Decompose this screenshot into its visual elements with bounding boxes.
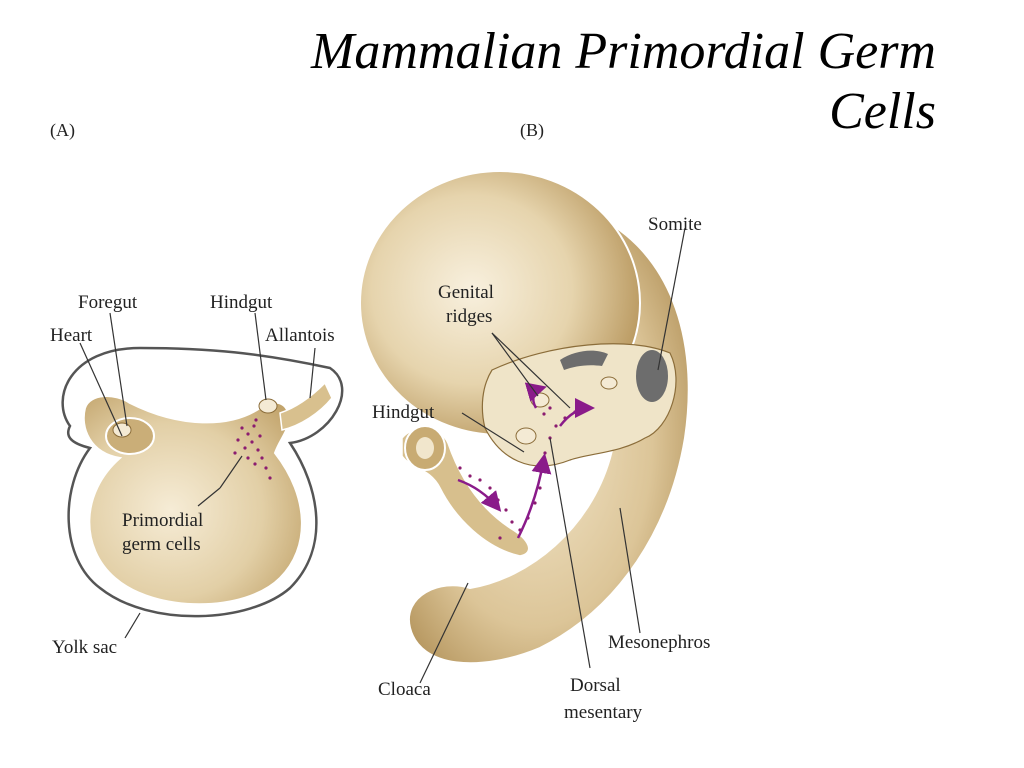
label-cloaca: Cloaca (378, 679, 431, 700)
migration-arrows (457, 382, 595, 539)
panel-a-label: (A) (50, 120, 75, 141)
panel-a-leaders (79, 312, 316, 639)
panel-a: (A) Foregut Hindgut (50, 120, 344, 658)
label-dorsal-line2: mesentary (564, 702, 643, 723)
label-pgc-line2: germ cells (122, 534, 201, 555)
title-line-1: Mammalian Primordial Germ (311, 23, 936, 80)
panel-b-leaders (419, 227, 686, 684)
label-hindgut-b: Hindgut (372, 402, 435, 423)
panel-b: (B) (359, 120, 710, 723)
notochord (600, 376, 618, 390)
label-foregut: Foregut (78, 292, 138, 313)
hindgut-structure (258, 398, 278, 414)
label-somite: Somite (648, 214, 702, 235)
label-dorsal-line1: Dorsal (570, 675, 621, 696)
neural-tube-region (560, 350, 608, 370)
somite-structure (636, 350, 668, 402)
label-yolk-sac: Yolk sac (52, 637, 117, 658)
label-heart: Heart (50, 325, 93, 346)
panel-b-label: (B) (520, 120, 544, 141)
embryo-figure: (A) Foregut Hindgut (30, 108, 720, 733)
gut-lumen (416, 437, 434, 459)
amnion-outline (61, 346, 344, 618)
heart-structure (105, 417, 155, 455)
label-allantois: Allantois (265, 325, 335, 346)
label-genital-line1: Genital (438, 282, 494, 303)
label-mesonephros: Mesonephros (608, 632, 710, 653)
embryo-diagram: (A) Foregut Hindgut (50, 120, 710, 723)
page-title: Mammalian Primordial Germ Cells (116, 22, 936, 142)
label-pgc-line1: Primordial (122, 510, 203, 531)
label-hindgut-a: Hindgut (210, 292, 273, 313)
germ-cell-cluster-a (233, 418, 272, 480)
label-genital-line2: ridges (446, 306, 492, 327)
allantois-structure (279, 381, 333, 431)
hindgut-section (515, 427, 537, 445)
title-line-2: Cells (829, 83, 936, 140)
